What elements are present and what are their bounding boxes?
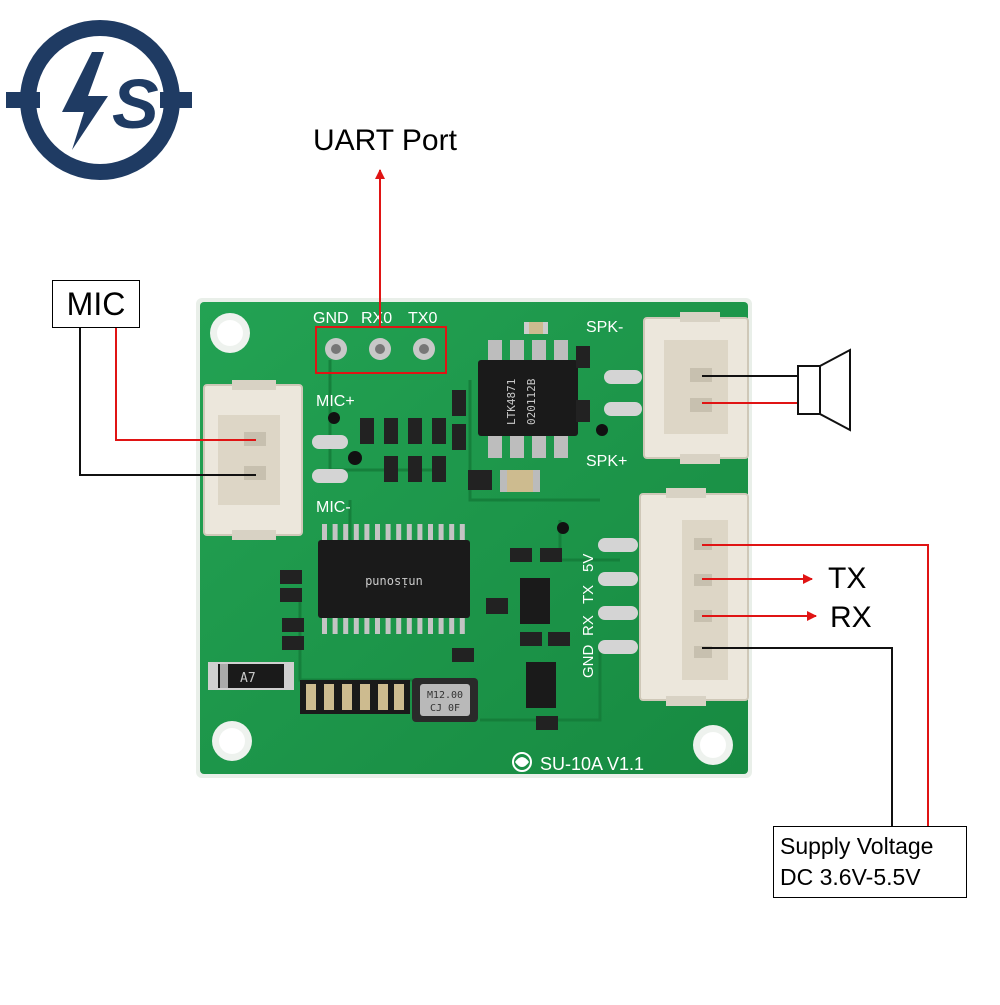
chip-pin: [332, 524, 338, 542]
supply-wire-black: [702, 647, 893, 826]
chip-pin: [375, 524, 380, 542]
power-connector: [639, 488, 749, 706]
chip-pin: [428, 616, 433, 634]
silk-power-gnd: GND: [580, 645, 597, 679]
brand-logo-icon: S: [6, 20, 192, 180]
chip-pin: [353, 524, 359, 542]
chip-pin: [428, 524, 433, 542]
supply-voltage-box: Supply Voltage DC 3.6V-5.5V: [773, 826, 967, 898]
mic-connector: [203, 380, 303, 540]
mic-wire-black: [79, 327, 256, 476]
logo-letter: S: [112, 65, 159, 143]
crystal-oscillator: M12.00 CJ 0F: [412, 678, 478, 722]
silk-power-rx: RX: [580, 615, 597, 636]
chip-pin: [385, 524, 391, 542]
silk-spk-minus: SPK-: [586, 319, 623, 336]
speaker-connector: [643, 312, 749, 464]
speaker-icon: [797, 348, 851, 432]
mic-label: MIC: [52, 280, 140, 328]
mic-wire-red: [115, 327, 256, 441]
supply-voltage-label: Supply Voltage: [780, 833, 934, 859]
silk-mic-plus: MIC+: [316, 393, 355, 410]
diode-text: A7: [240, 671, 256, 686]
board-name-icon: [512, 752, 532, 772]
power-solder-pads: [598, 538, 638, 654]
board-name: SU-10A V1.1: [540, 754, 644, 774]
smd-components-right: [452, 548, 570, 730]
rx-label: RX: [830, 601, 872, 634]
silk-gnd: GND: [313, 310, 349, 327]
silk-spk-plus: SPK+: [586, 453, 627, 470]
smd-components: [328, 346, 608, 534]
mounting-hole: [212, 721, 252, 761]
crystal-text-1: M12.00: [427, 690, 463, 701]
silk-power-5v: 5V: [580, 554, 597, 572]
main-voice-chip: unisound: [318, 524, 470, 634]
chip-pin: [343, 524, 349, 542]
smd-capacitor: [524, 322, 548, 334]
chip-pin: [449, 616, 455, 634]
chip-pin: [438, 616, 444, 634]
chip-pin: [417, 524, 423, 542]
uart-pin-gnd: [325, 338, 347, 360]
speaker-solder-pads: [604, 370, 642, 416]
chip-pin: [459, 524, 465, 542]
chip-pin: [364, 616, 370, 634]
supply-wire-red: [702, 544, 929, 826]
chip-pin: [438, 524, 444, 542]
chip-pin: [396, 616, 402, 634]
diode: A7: [208, 662, 294, 690]
tx-label: TX: [828, 562, 867, 595]
smd-components-left: [280, 570, 304, 650]
uart-port-label: UART Port: [313, 124, 457, 157]
chip-pin: [417, 616, 423, 634]
uart-pin-rx0: [369, 338, 391, 360]
uart-pin-tx0: [413, 338, 435, 360]
chip-pin: [364, 524, 370, 542]
resistor-array: [300, 680, 410, 714]
chip-pin: [375, 616, 380, 634]
chip-pin: [396, 524, 402, 542]
crystal-text-2: CJ 0F: [430, 703, 460, 714]
pcb-board: GND RX0 TX0 MIC+ MIC-: [196, 298, 752, 778]
amp-chip-text-2: 020112B: [525, 378, 538, 425]
silk-tx0: TX0: [408, 310, 437, 327]
chip-pin: [449, 524, 455, 542]
chip-pin: [322, 616, 327, 634]
silk-power-tx: TX: [580, 585, 597, 604]
chip-pin: [353, 616, 359, 634]
chip-pin: [459, 616, 465, 634]
chip-pin: [385, 616, 391, 634]
chip-pin: [406, 524, 412, 542]
uart-highlight-box: [315, 326, 447, 374]
chip-pin: [322, 524, 327, 542]
chip-pin: [343, 616, 349, 634]
silk-mic-minus: MIC-: [316, 499, 351, 516]
main-chip-text: unisound: [365, 575, 423, 589]
mic-solder-pads: [312, 435, 348, 483]
mounting-hole: [210, 313, 250, 353]
supply-voltage-range: DC 3.6V-5.5V: [780, 864, 921, 890]
chip-pin: [406, 616, 412, 634]
amp-chip-text-1: LTK4871: [505, 379, 518, 425]
mounting-hole: [693, 725, 733, 765]
silk-rx0: RX0: [361, 310, 392, 327]
chip-pin: [332, 616, 338, 634]
amplifier-chip: LTK4871 020112B: [478, 340, 578, 458]
